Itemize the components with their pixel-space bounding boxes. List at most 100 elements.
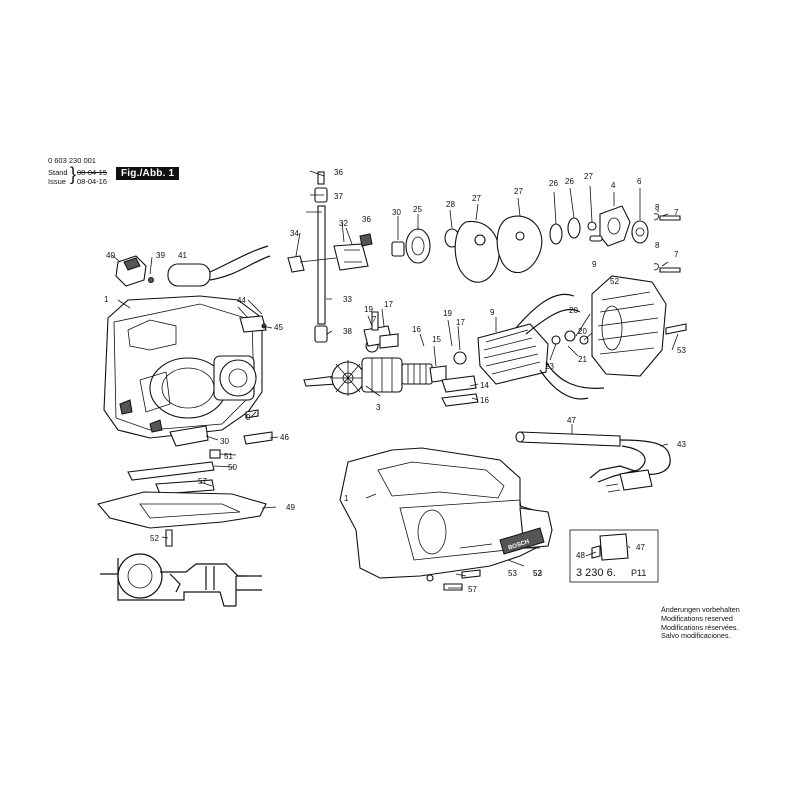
- callout: 27: [584, 172, 593, 181]
- callout: 16: [480, 396, 489, 405]
- wiring-schematic: [100, 553, 262, 607]
- note-french: Modifications réservées.: [661, 622, 739, 632]
- callout: 45: [274, 323, 283, 332]
- callout: 52: [150, 534, 159, 543]
- callout: 30: [220, 437, 229, 446]
- callout: 33: [343, 295, 352, 304]
- callout: 17: [384, 300, 393, 309]
- callout: 36: [334, 168, 343, 177]
- callout: 57: [198, 477, 207, 486]
- field-coil: [477, 293, 605, 400]
- modification-notes: Änderungen vorbehalten Modifications res…: [661, 605, 740, 641]
- callout: 15: [432, 335, 441, 344]
- motor-housing: [551, 275, 687, 377]
- callout: 53: [508, 569, 517, 578]
- callout: 30: [392, 208, 401, 217]
- callout: 6: [637, 177, 642, 186]
- part-code: 3 230 6.: [576, 567, 616, 579]
- stand-label: Stand: [48, 168, 68, 177]
- bracket-28: [169, 425, 209, 447]
- callout: 43: [677, 440, 686, 449]
- callout: 32: [339, 219, 348, 228]
- note-german: Änderungen vorbehalten: [661, 605, 740, 614]
- callout: 27: [514, 187, 523, 196]
- stand-date: 08-04-15: [77, 168, 108, 177]
- link-47: [127, 461, 215, 481]
- callout: 52: [533, 569, 542, 578]
- callout: 52: [610, 277, 619, 286]
- callout: 28: [446, 200, 455, 209]
- issue-date: 08-04-16: [77, 177, 108, 186]
- callout: 14: [480, 381, 489, 390]
- switch-part: [115, 255, 154, 287]
- gear-train: [391, 205, 681, 283]
- leader-lines: [111, 170, 679, 589]
- callout: 23: [545, 362, 554, 371]
- callout: 51: [224, 452, 233, 461]
- callout: 36: [362, 215, 371, 224]
- brace-symbol: }: [70, 164, 77, 184]
- note-spanish: Salvo modificaciones.: [661, 631, 731, 641]
- part-code-suffix: P11: [631, 568, 646, 578]
- callout: 27: [472, 194, 481, 203]
- callout: 41: [178, 251, 187, 260]
- callout: 57: [468, 585, 477, 594]
- assembled-jigsaw: BOSCH: [339, 447, 553, 591]
- callout: 46: [280, 433, 289, 442]
- callout: 20: [578, 327, 587, 336]
- base-plate-46: [97, 491, 267, 529]
- blade-holder: [287, 233, 373, 273]
- figure-badge: Fig./Abb. 1: [116, 167, 180, 180]
- document-number: 0 603 230 001: [48, 156, 96, 165]
- callout: 17: [456, 318, 465, 327]
- callout: 47: [636, 543, 645, 552]
- callout: 47: [567, 416, 576, 425]
- callout: 53: [677, 346, 686, 355]
- callout: 1: [344, 494, 349, 503]
- callout-labels: 36 37 32 36 34 30 25 28 27 27 26 26 27 4…: [104, 168, 686, 594]
- callout: 44: [237, 296, 246, 305]
- callout: 19: [364, 305, 373, 314]
- callout: 38: [343, 327, 352, 336]
- callout: 49: [286, 503, 295, 512]
- callout: 25: [413, 205, 422, 214]
- callout: 9: [246, 413, 251, 422]
- nut-48: [209, 449, 221, 459]
- callout: 40: [106, 251, 115, 260]
- plunger-shaft: [314, 171, 328, 343]
- callout: 50: [228, 463, 237, 472]
- callout: 1: [104, 295, 109, 304]
- callout: 9: [592, 260, 597, 269]
- plate-43: [243, 431, 273, 445]
- callout: 7: [372, 315, 377, 324]
- callout: 8: [655, 241, 660, 250]
- capacitor-part: [167, 245, 271, 287]
- callout: 26: [565, 177, 574, 186]
- callout: 21: [578, 355, 587, 364]
- note-english: Modifications reserved: [661, 613, 733, 623]
- issue-label: Issue: [48, 177, 66, 186]
- callout: 53: [533, 569, 542, 578]
- callout: 7: [674, 250, 679, 259]
- callout: 8: [655, 203, 660, 212]
- callout: 37: [334, 192, 343, 201]
- callout: 4: [611, 181, 616, 190]
- power-cord: [515, 431, 671, 493]
- plate-57: [155, 479, 215, 495]
- armature: [303, 339, 467, 396]
- callout: 7: [674, 208, 679, 217]
- callout: 20: [569, 306, 578, 315]
- callout: 3: [376, 403, 381, 412]
- callout: 9: [490, 308, 495, 317]
- screw-49: [165, 529, 173, 547]
- housing-left-half: [103, 295, 263, 439]
- callout: 48: [576, 551, 585, 560]
- screw-10: [245, 409, 259, 419]
- callout: 39: [156, 251, 165, 260]
- callout: 19: [443, 309, 452, 318]
- callout: 26: [549, 179, 558, 188]
- callout: 34: [290, 229, 299, 238]
- brush-holders: [363, 311, 479, 407]
- callout: 16: [412, 325, 421, 334]
